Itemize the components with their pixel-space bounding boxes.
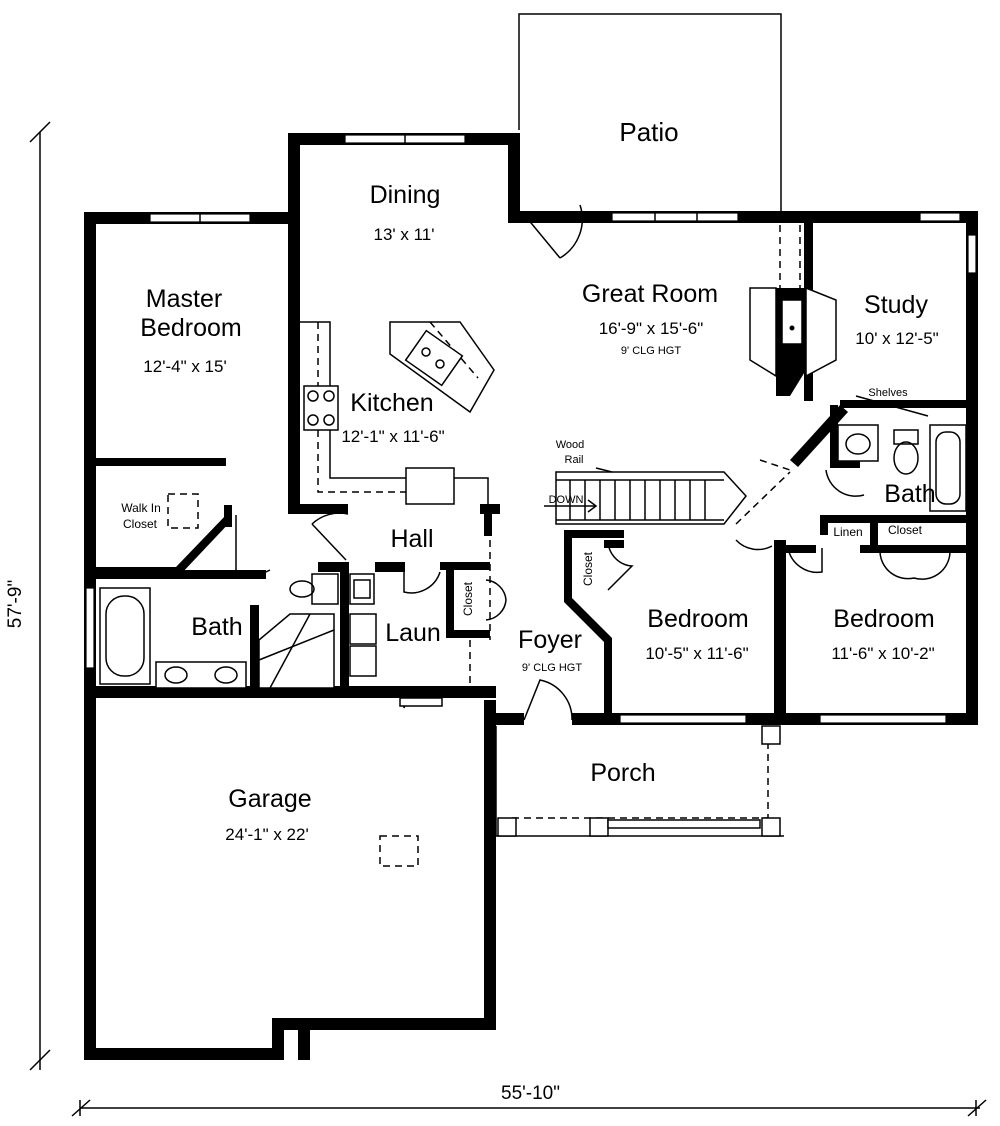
hall-label: Hall <box>390 525 434 553</box>
porch-label: Porch <box>590 759 656 787</box>
kitchen-size: 12'-1" x 11'-6" <box>341 427 445 446</box>
foyer-label: Foyer <box>518 626 582 654</box>
closet-details <box>167 395 929 867</box>
master-bath-fixtures <box>99 573 339 689</box>
shelves-note: Shelves <box>868 387 908 399</box>
stair <box>544 467 747 525</box>
dining-label: Dining <box>369 181 441 209</box>
closet-right-label: Closet <box>887 523 923 537</box>
study-size: 10' x 12'-5" <box>855 329 939 348</box>
porch <box>495 725 784 837</box>
great-room-ceiling-note: 9' CLG HGT <box>620 345 682 357</box>
stair-treads <box>569 480 706 520</box>
foyer-ceiling-note: 9' CLG HGT <box>521 662 583 674</box>
dimension-lines <box>29 121 987 1117</box>
bedroom-3-size: 11'-6" x 10'-2" <box>831 644 935 663</box>
dining-size: 13' x 11' <box>373 225 435 244</box>
walk-in-closet-label-line2: Closet <box>122 517 158 531</box>
master-bath-label: Bath <box>191 613 243 641</box>
patio-outline <box>518 13 782 213</box>
exterior-walls <box>84 133 978 1060</box>
kitchen-label: Kitchen <box>350 389 434 417</box>
fireplace <box>749 225 837 378</box>
laundry-label: Laun <box>385 619 441 647</box>
bedroom-2-label: Bedroom <box>647 605 749 633</box>
master-bedroom-label-line2: Bedroom <box>140 314 242 342</box>
master-bedroom-size: 12'-4" x 15' <box>143 357 227 376</box>
wood-rail-note-line2: Rail <box>564 454 584 466</box>
great-room-label: Great Room <box>581 280 719 308</box>
doors <box>235 204 951 721</box>
kitchen-counters <box>300 321 489 505</box>
closet-bedroom-label: Closet <box>581 551 596 587</box>
laundry-fixtures <box>349 573 377 677</box>
kitchen-island <box>389 321 495 414</box>
bath-2-fixtures <box>837 424 967 512</box>
patio-label: Patio <box>619 117 679 147</box>
bath-2-label: Bath <box>884 480 936 508</box>
closet-foyer-label: Closet <box>461 581 476 617</box>
great-room-size: 16'-9" x 15'-6" <box>598 319 704 338</box>
master-bedroom-label-line1: Master <box>145 285 223 313</box>
overall-width-dimension: 55'-10" <box>501 1083 560 1104</box>
overall-depth-dimension: 57'-9" <box>5 579 27 629</box>
windows <box>85 134 977 724</box>
bedroom-2-size: 10'-5" x 11'-6" <box>645 644 749 663</box>
garage-size: 24'-1" x 22' <box>225 825 309 844</box>
wood-rail-note-line1: Wood <box>555 439 585 451</box>
bedroom-3-label: Bedroom <box>833 605 935 633</box>
garage-label: Garage <box>228 785 312 813</box>
walk-in-closet-label-line1: Walk In <box>121 501 161 515</box>
stair-down-note: DOWN <box>548 494 584 506</box>
linen-label: Linen <box>833 525 863 539</box>
study-label: Study <box>864 291 928 319</box>
